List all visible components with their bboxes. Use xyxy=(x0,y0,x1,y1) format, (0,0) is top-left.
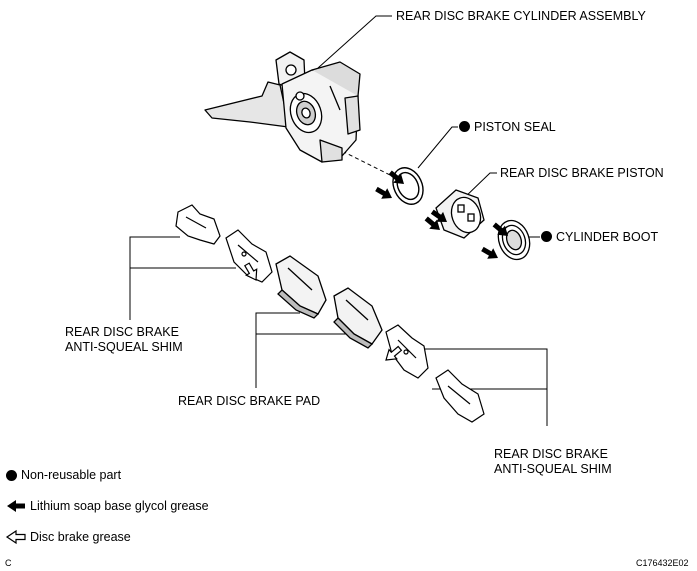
legend-lithium-arrow xyxy=(7,500,25,512)
corner-letter: C xyxy=(5,558,12,568)
legend-non-reusable-text: Non-reusable part xyxy=(21,468,122,482)
anti-squeal-shim-right-outer xyxy=(435,369,485,423)
anti-squeal-shim-left-outer xyxy=(175,204,221,245)
label-cylinder-boot-text: CYLINDER BOOT xyxy=(556,230,659,244)
label-piston: REAR DISC BRAKE PISTON xyxy=(500,166,664,180)
brake-pad-inner xyxy=(333,287,383,349)
legend-lithium-text: Lithium soap base glycol grease xyxy=(30,499,209,513)
label-shim-right-line2: ANTI-SQUEAL SHIM xyxy=(494,462,612,476)
grease-arrow-boot-2 xyxy=(479,243,501,264)
leader-lines xyxy=(129,15,548,426)
brake-pad-outer xyxy=(275,255,327,319)
anti-squeal-shim-left-inner xyxy=(225,229,273,283)
label-shim-left-line2: ANTI-SQUEAL SHIM xyxy=(65,340,183,354)
label-shim-right: REAR DISC BRAKE ANTI-SQUEAL SHIM xyxy=(494,447,612,477)
non-reusable-dot xyxy=(459,121,470,132)
label-cylinder-assembly: REAR DISC BRAKE CYLINDER ASSEMBLY xyxy=(396,9,646,23)
legend-disc-text: Disc brake grease xyxy=(30,530,131,544)
label-piston-seal: PISTON SEAL xyxy=(459,120,556,135)
grease-arrow-seal-2 xyxy=(373,183,395,204)
label-shim-left-line1: REAR DISC BRAKE xyxy=(65,325,179,339)
label-shim-right-line1: REAR DISC BRAKE xyxy=(494,447,608,461)
caliper-assembly xyxy=(204,51,361,163)
legend-disc-arrow xyxy=(6,530,26,544)
piston xyxy=(435,189,485,239)
legend-dot-icon xyxy=(6,469,17,481)
piston-seal xyxy=(392,167,424,205)
cylinder-boot xyxy=(497,219,531,261)
figure-code: C176432E02 xyxy=(636,558,689,568)
legend-non-reusable: Non-reusable part xyxy=(6,468,121,482)
non-reusable-dot xyxy=(541,231,552,242)
label-shim-left: REAR DISC BRAKE ANTI-SQUEAL SHIM xyxy=(65,325,183,355)
label-piston-seal-text: PISTON SEAL xyxy=(474,120,556,134)
center-line xyxy=(329,144,401,181)
label-cylinder-boot: CYLINDER BOOT xyxy=(541,230,658,245)
label-pad: REAR DISC BRAKE PAD xyxy=(178,394,321,408)
